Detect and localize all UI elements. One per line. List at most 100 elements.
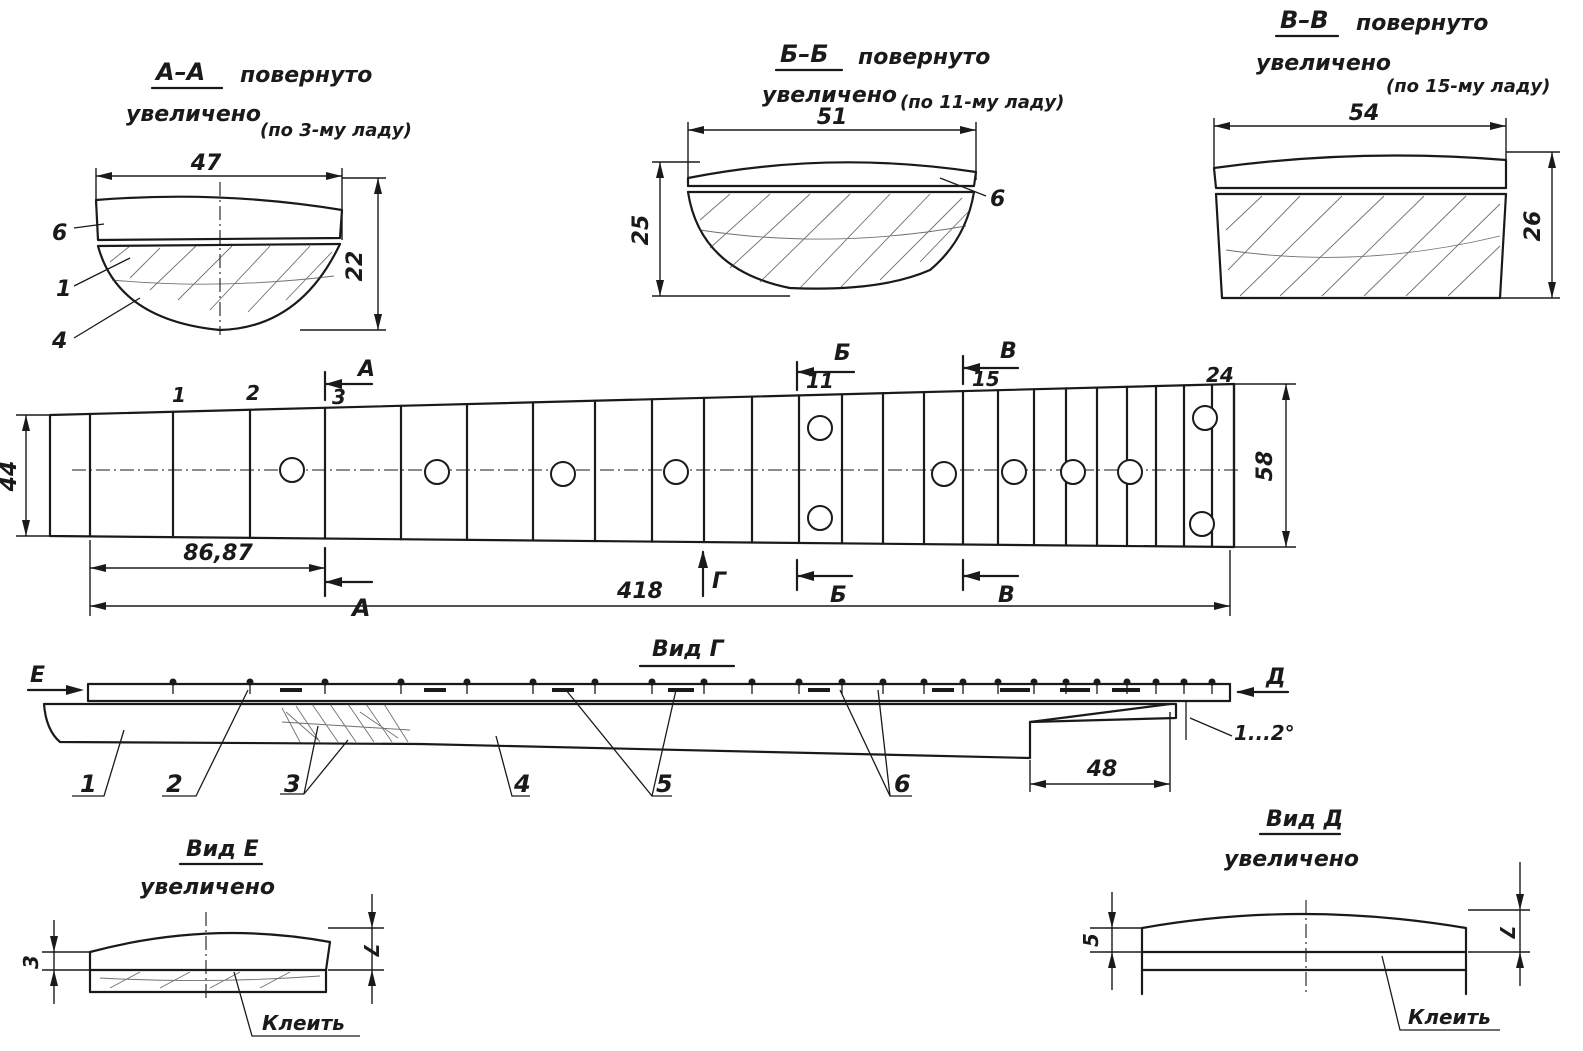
section-vv-note2: увеличено [1256,51,1391,76]
side-view: Вид Г Е Д 1...2° 48 1 2 3 4 [26,637,1295,798]
fret-crown [959,678,967,686]
section-vv-note: повернуто [1356,11,1488,36]
view-e-note: увеличено [140,875,275,900]
arrowhead [688,126,704,134]
section-letter-a-top: А [356,357,375,382]
arrowhead [656,162,664,178]
side-label-4: 4 [513,770,531,798]
arrowhead [325,577,342,587]
fret-crown [1062,678,1070,686]
section-aa-width: 47 [190,151,222,176]
section-vv: В–В повернуто увеличено (по 15-му ладу) … [1212,6,1560,300]
section-vv-neck [1214,192,1508,300]
joint-hatch [281,703,411,743]
section-aa-label-4: 4 [51,329,67,354]
leader-6 [73,223,105,229]
inlay-dot [1189,511,1215,537]
fingerboard-strip [86,682,1232,703]
section-aa-glue-line [96,242,342,248]
fret-number-1: 1 [172,383,186,407]
dim-heel: 48 [1086,757,1118,782]
view-e-glue-leader [233,971,360,1037]
arrowhead [1548,282,1556,298]
arrowhead [963,363,980,373]
section-aa-title: А–А [154,58,205,86]
view-d-dim-right: 7 [1495,925,1519,939]
fret-number-3: 3 [332,385,346,409]
fret-crown [463,678,471,686]
leader-4 [73,297,141,339]
section-bb-label-6: 6 [990,187,1005,212]
view-d-glue-leader [1381,955,1500,1031]
leader-5 [565,689,677,797]
arrowhead [1154,780,1170,788]
arrowhead [50,936,58,952]
fret-crown [838,678,846,686]
section-aa: А–А повернуто увеличено (по 3-му ладу) 4… [51,58,412,354]
arrowhead [1030,780,1046,788]
inlay-dot [1060,459,1086,485]
fret-crown [1093,678,1101,686]
fret-crown [1180,678,1188,686]
inlay-dots [279,405,1218,537]
section-bb-neck [686,190,976,290]
leader-4 [495,735,530,797]
fret-crown [700,678,708,686]
section-bb: Б–Б повернуто увеличено (по 11-му ладу) … [629,40,1064,297]
view-e: Вид Е увеличено 3 7 Клеить [19,837,384,1037]
neck-body [42,702,1178,760]
leader-6 [839,689,912,797]
angle-label: 1...2° [1234,721,1295,745]
width-nut: 44 [0,461,22,493]
section-vv-fingerboard [1212,154,1508,190]
view-d-fingerboard [1140,912,1468,954]
inlay-dot [550,461,576,487]
view-d-neck [1140,950,1468,996]
arrowhead [797,571,814,581]
inlay-dot [279,457,305,483]
plan-view: 1 2 3 11 15 24 А Б В Б В Г 44 [0,339,1296,622]
arrowhead [1282,531,1290,547]
arrowhead [96,172,112,180]
section-aa-height: 22 [343,251,368,282]
leader-1 [73,257,131,287]
section-aa-hatch [109,245,335,313]
fret-crown [591,678,599,686]
inlay-dot [663,459,689,485]
inlay-dot [807,505,833,531]
dim-total: 418 [616,579,663,604]
section-vv-title: В–В [1280,6,1329,34]
arrowhead [1236,687,1254,697]
view-e-dim-left: 3 [19,955,43,969]
view-d-glue: Клеить [1408,1005,1491,1029]
arrowhead [374,314,382,330]
inlay-dot [1117,459,1143,485]
fret-crown [397,678,405,686]
section-bb-sub: (по 11-му ладу) [900,92,1064,113]
view-d-title: Вид Д [1266,807,1343,832]
fret-crown [529,678,537,686]
arrowhead [1214,602,1230,610]
fret-crown [994,678,1002,686]
view-e-neck [88,968,328,994]
section-aa-neck [96,242,342,332]
width-end: 58 [1253,451,1278,482]
section-bb-note: повернуто [858,45,990,70]
fret-crown [1030,678,1038,686]
view-arrow-g: Г [712,569,727,594]
arrowhead [374,178,382,194]
view-e-fingerboard [88,931,332,972]
fret-crown [648,678,656,686]
section-aa-label-1: 1 [56,277,71,302]
view-e-dim-right: 7 [359,943,383,957]
arrowhead [1516,952,1524,968]
leader-1 [72,729,125,797]
arrowhead [66,685,84,695]
angle-leader [1189,717,1233,737]
inlay-dot [931,461,957,487]
side-label-1: 1 [80,770,97,798]
fret-crown [321,678,329,686]
section-vv-width: 54 [1349,101,1380,126]
view-d-note: увеличено [1224,847,1359,872]
section-aa-label-6: 6 [52,221,67,246]
